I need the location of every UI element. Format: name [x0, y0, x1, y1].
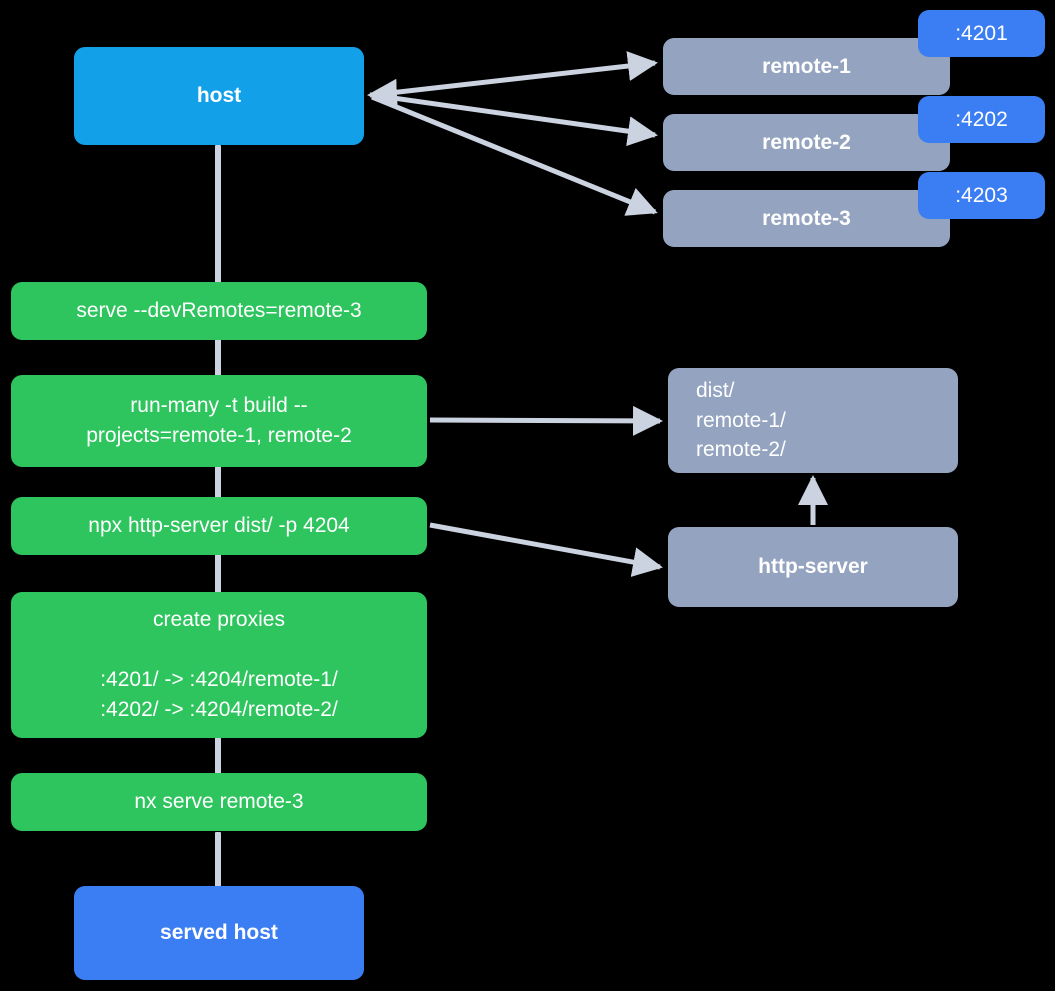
edge-host-to-remote-1 [371, 51, 658, 98]
node-remote-2[interactable]: remote-2 [663, 114, 950, 171]
spine-connector-serve-to-runmany [215, 333, 221, 383]
edge-npx-to-httpserver [429, 522, 663, 577]
edge-host-to-remote-3 [371, 94, 658, 216]
node-served-host-label: served host [160, 921, 278, 945]
node-dist-folder[interactable]: dist/ remote-1/ remote-2/ [668, 368, 958, 473]
node-served-host[interactable]: served host [74, 886, 364, 980]
node-remote-2-label: remote-2 [762, 130, 851, 154]
spine-connector-nxserve-to-servedhost [215, 832, 221, 888]
port-badge-remote-3-label: :4203 [955, 183, 1008, 207]
command-create-proxies-label: create proxies :4201/ -> :4204/remote-1/… [100, 608, 338, 721]
command-npx-http-server[interactable]: npx http-server dist/ -p 4204 [11, 497, 427, 555]
edge-runmany-to-dist [429, 405, 663, 436]
spine-connector-host-to-serve [215, 145, 221, 291]
command-run-many-build[interactable]: run-many -t build -- projects=remote-1, … [11, 375, 427, 467]
command-nx-serve-remote-3[interactable]: nx serve remote-3 [11, 773, 427, 831]
command-create-proxies[interactable]: create proxies :4201/ -> :4204/remote-1/… [11, 592, 427, 738]
command-serve-devremotes-label: serve --devRemotes=remote-3 [76, 299, 362, 323]
port-badge-remote-3[interactable]: :4203 [918, 172, 1045, 219]
edge-remotes-to-host [367, 78, 398, 109]
node-http-server-label: http-server [758, 555, 868, 579]
node-remote-1-label: remote-1 [762, 54, 851, 78]
node-remote-3[interactable]: remote-3 [663, 190, 950, 247]
spine-connector-npx-to-proxies [215, 552, 221, 600]
node-dist-folder-label: dist/ remote-1/ remote-2/ [696, 378, 786, 462]
node-http-server[interactable]: http-server [668, 527, 958, 607]
command-npx-http-server-label: npx http-server dist/ -p 4204 [88, 514, 350, 538]
port-badge-remote-2[interactable]: :4202 [918, 96, 1045, 143]
command-run-many-build-label: run-many -t build -- projects=remote-1, … [86, 394, 352, 447]
node-remote-3-label: remote-3 [762, 206, 851, 230]
command-serve-devremotes[interactable]: serve --devRemotes=remote-3 [11, 282, 427, 340]
spine-connector-proxies-to-nxserve [215, 733, 221, 778]
node-host[interactable]: host [74, 47, 364, 145]
port-badge-remote-1-label: :4201 [955, 21, 1008, 45]
edge-host-to-remote-2 [371, 92, 658, 147]
port-badge-remote-1[interactable]: :4201 [918, 10, 1045, 57]
spine-connector-runmany-to-npx [215, 462, 221, 507]
command-nx-serve-remote-3-label: nx serve remote-3 [134, 790, 304, 814]
node-host-label: host [196, 84, 242, 108]
node-remote-1[interactable]: remote-1 [663, 38, 950, 95]
port-badge-remote-2-label: :4202 [955, 107, 1008, 131]
